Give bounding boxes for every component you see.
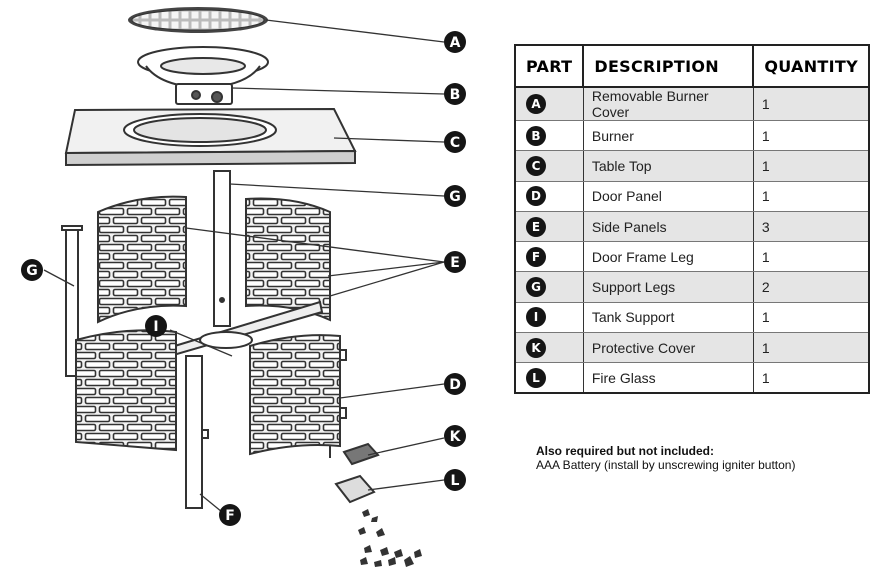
- part-letter-badge: K: [526, 337, 546, 358]
- part-description: Door Panel: [583, 181, 754, 212]
- svg-text:L: L: [451, 473, 460, 489]
- svg-text:G: G: [26, 263, 38, 279]
- part-letter-badge: I: [526, 307, 546, 328]
- table-top-drawing: [64, 107, 357, 167]
- table-row: C Table Top 1: [515, 150, 870, 182]
- part-description: Door Frame Leg: [583, 241, 754, 273]
- part-description: Table Top: [583, 150, 754, 182]
- part-letter-cell: I: [515, 302, 584, 334]
- part-letter-cell: A: [515, 87, 584, 121]
- table-row: B Burner 1: [515, 120, 870, 152]
- callout-b: B: [444, 83, 466, 105]
- part-letter-cell: F: [515, 241, 584, 273]
- note-title: Also required but not included:: [536, 444, 714, 458]
- side-panel-right-drawing: [245, 197, 331, 322]
- part-quantity: 1: [753, 150, 870, 182]
- callout-g-left: G: [21, 259, 43, 281]
- part-quantity: 1: [753, 87, 870, 121]
- part-quantity: 1: [753, 181, 870, 212]
- table-header-row: PART DESCRIPTION QUANTITY: [515, 45, 870, 88]
- support-leg-center-drawing: [213, 170, 231, 327]
- part-quantity: 1: [753, 362, 870, 394]
- svg-text:D: D: [449, 377, 461, 393]
- leader-lines: [43, 19, 445, 513]
- fire-glass-pieces-drawing: [358, 509, 422, 567]
- part-quantity: 3: [753, 211, 870, 243]
- header-description: DESCRIPTION: [583, 45, 755, 88]
- part-description: Side Panels: [583, 211, 754, 243]
- table-row: I Tank Support 1: [515, 302, 870, 334]
- fire-glass-box-drawing: [334, 474, 376, 504]
- burner-drawing: [137, 46, 269, 105]
- burner-cover-drawing: [128, 7, 268, 33]
- svg-text:C: C: [450, 135, 460, 151]
- table-row: F Door Frame Leg 1: [515, 241, 870, 273]
- callout-e: E: [444, 251, 466, 273]
- part-letter-badge: A: [526, 94, 546, 114]
- support-leg-left-drawing: [61, 225, 83, 377]
- part-letter-cell: L: [515, 362, 584, 394]
- part-letter-badge: G: [526, 277, 546, 298]
- part-letter-cell: D: [515, 181, 584, 212]
- callout-k: K: [444, 425, 466, 447]
- table-row: A Removable Burner Cover 1: [515, 87, 870, 121]
- part-quantity: 1: [753, 241, 870, 273]
- part-description: Tank Support: [583, 302, 754, 334]
- part-description: Support Legs: [583, 271, 754, 303]
- exploded-parts-diagram: A B C G E G I D K L F: [21, 7, 466, 567]
- callout-a: A: [444, 31, 466, 53]
- part-description: Burner: [583, 120, 754, 152]
- part-quantity: 1: [753, 120, 870, 152]
- side-panel-left-drawing: [97, 195, 187, 324]
- front-left-panel-drawing: [75, 329, 177, 452]
- door-frame-leg-drawing: [185, 355, 209, 509]
- svg-text:I: I: [153, 319, 158, 335]
- svg-text:E: E: [450, 255, 460, 271]
- callout-f: F: [219, 504, 241, 526]
- table-row: D Door Panel 1: [515, 181, 870, 212]
- table-row: L Fire Glass 1: [515, 362, 870, 394]
- part-letter-badge: D: [526, 186, 546, 207]
- part-letter-cell: C: [515, 150, 584, 182]
- svg-text:G: G: [449, 189, 461, 205]
- door-panel-drawing: [249, 334, 347, 458]
- callout-l: L: [444, 469, 466, 491]
- part-letter-badge: L: [526, 367, 546, 388]
- parts-table: PART DESCRIPTION QUANTITY A Removable Bu…: [514, 44, 870, 395]
- part-description: Protective Cover: [583, 332, 754, 364]
- header-quantity: QUANTITY: [753, 45, 870, 88]
- part-quantity: 1: [753, 302, 870, 334]
- svg-text:F: F: [225, 508, 235, 524]
- table-row: E Side Panels 3: [515, 211, 870, 243]
- svg-text:B: B: [450, 87, 461, 103]
- header-part: PART: [515, 45, 585, 88]
- part-letter-badge: C: [526, 155, 546, 176]
- part-letter-cell: B: [515, 120, 584, 152]
- note-text: AAA Battery (install by unscrewing ignit…: [536, 458, 796, 472]
- part-description: Removable Burner Cover: [583, 87, 754, 121]
- part-letter-badge: F: [526, 246, 546, 267]
- part-description: Fire Glass: [583, 362, 754, 394]
- part-letter-cell: E: [515, 211, 584, 243]
- part-quantity: 2: [753, 271, 870, 303]
- part-quantity: 1: [753, 332, 870, 364]
- callout-i: I: [145, 315, 167, 337]
- table-row: G Support Legs 2: [515, 271, 870, 303]
- callout-d: D: [444, 373, 466, 395]
- callout-c: C: [444, 131, 466, 153]
- svg-text:A: A: [450, 35, 461, 51]
- callout-g-right: G: [444, 185, 466, 207]
- table-row: K Protective Cover 1: [515, 332, 870, 364]
- part-letter-badge: B: [526, 125, 546, 146]
- svg-text:K: K: [450, 429, 462, 445]
- part-letter-cell: G: [515, 271, 584, 303]
- protective-cover-drawing: [342, 442, 380, 466]
- not-included-note: Also required but not included: AAA Batt…: [536, 444, 795, 472]
- part-letter-badge: E: [526, 216, 546, 237]
- part-letter-cell: K: [515, 332, 584, 364]
